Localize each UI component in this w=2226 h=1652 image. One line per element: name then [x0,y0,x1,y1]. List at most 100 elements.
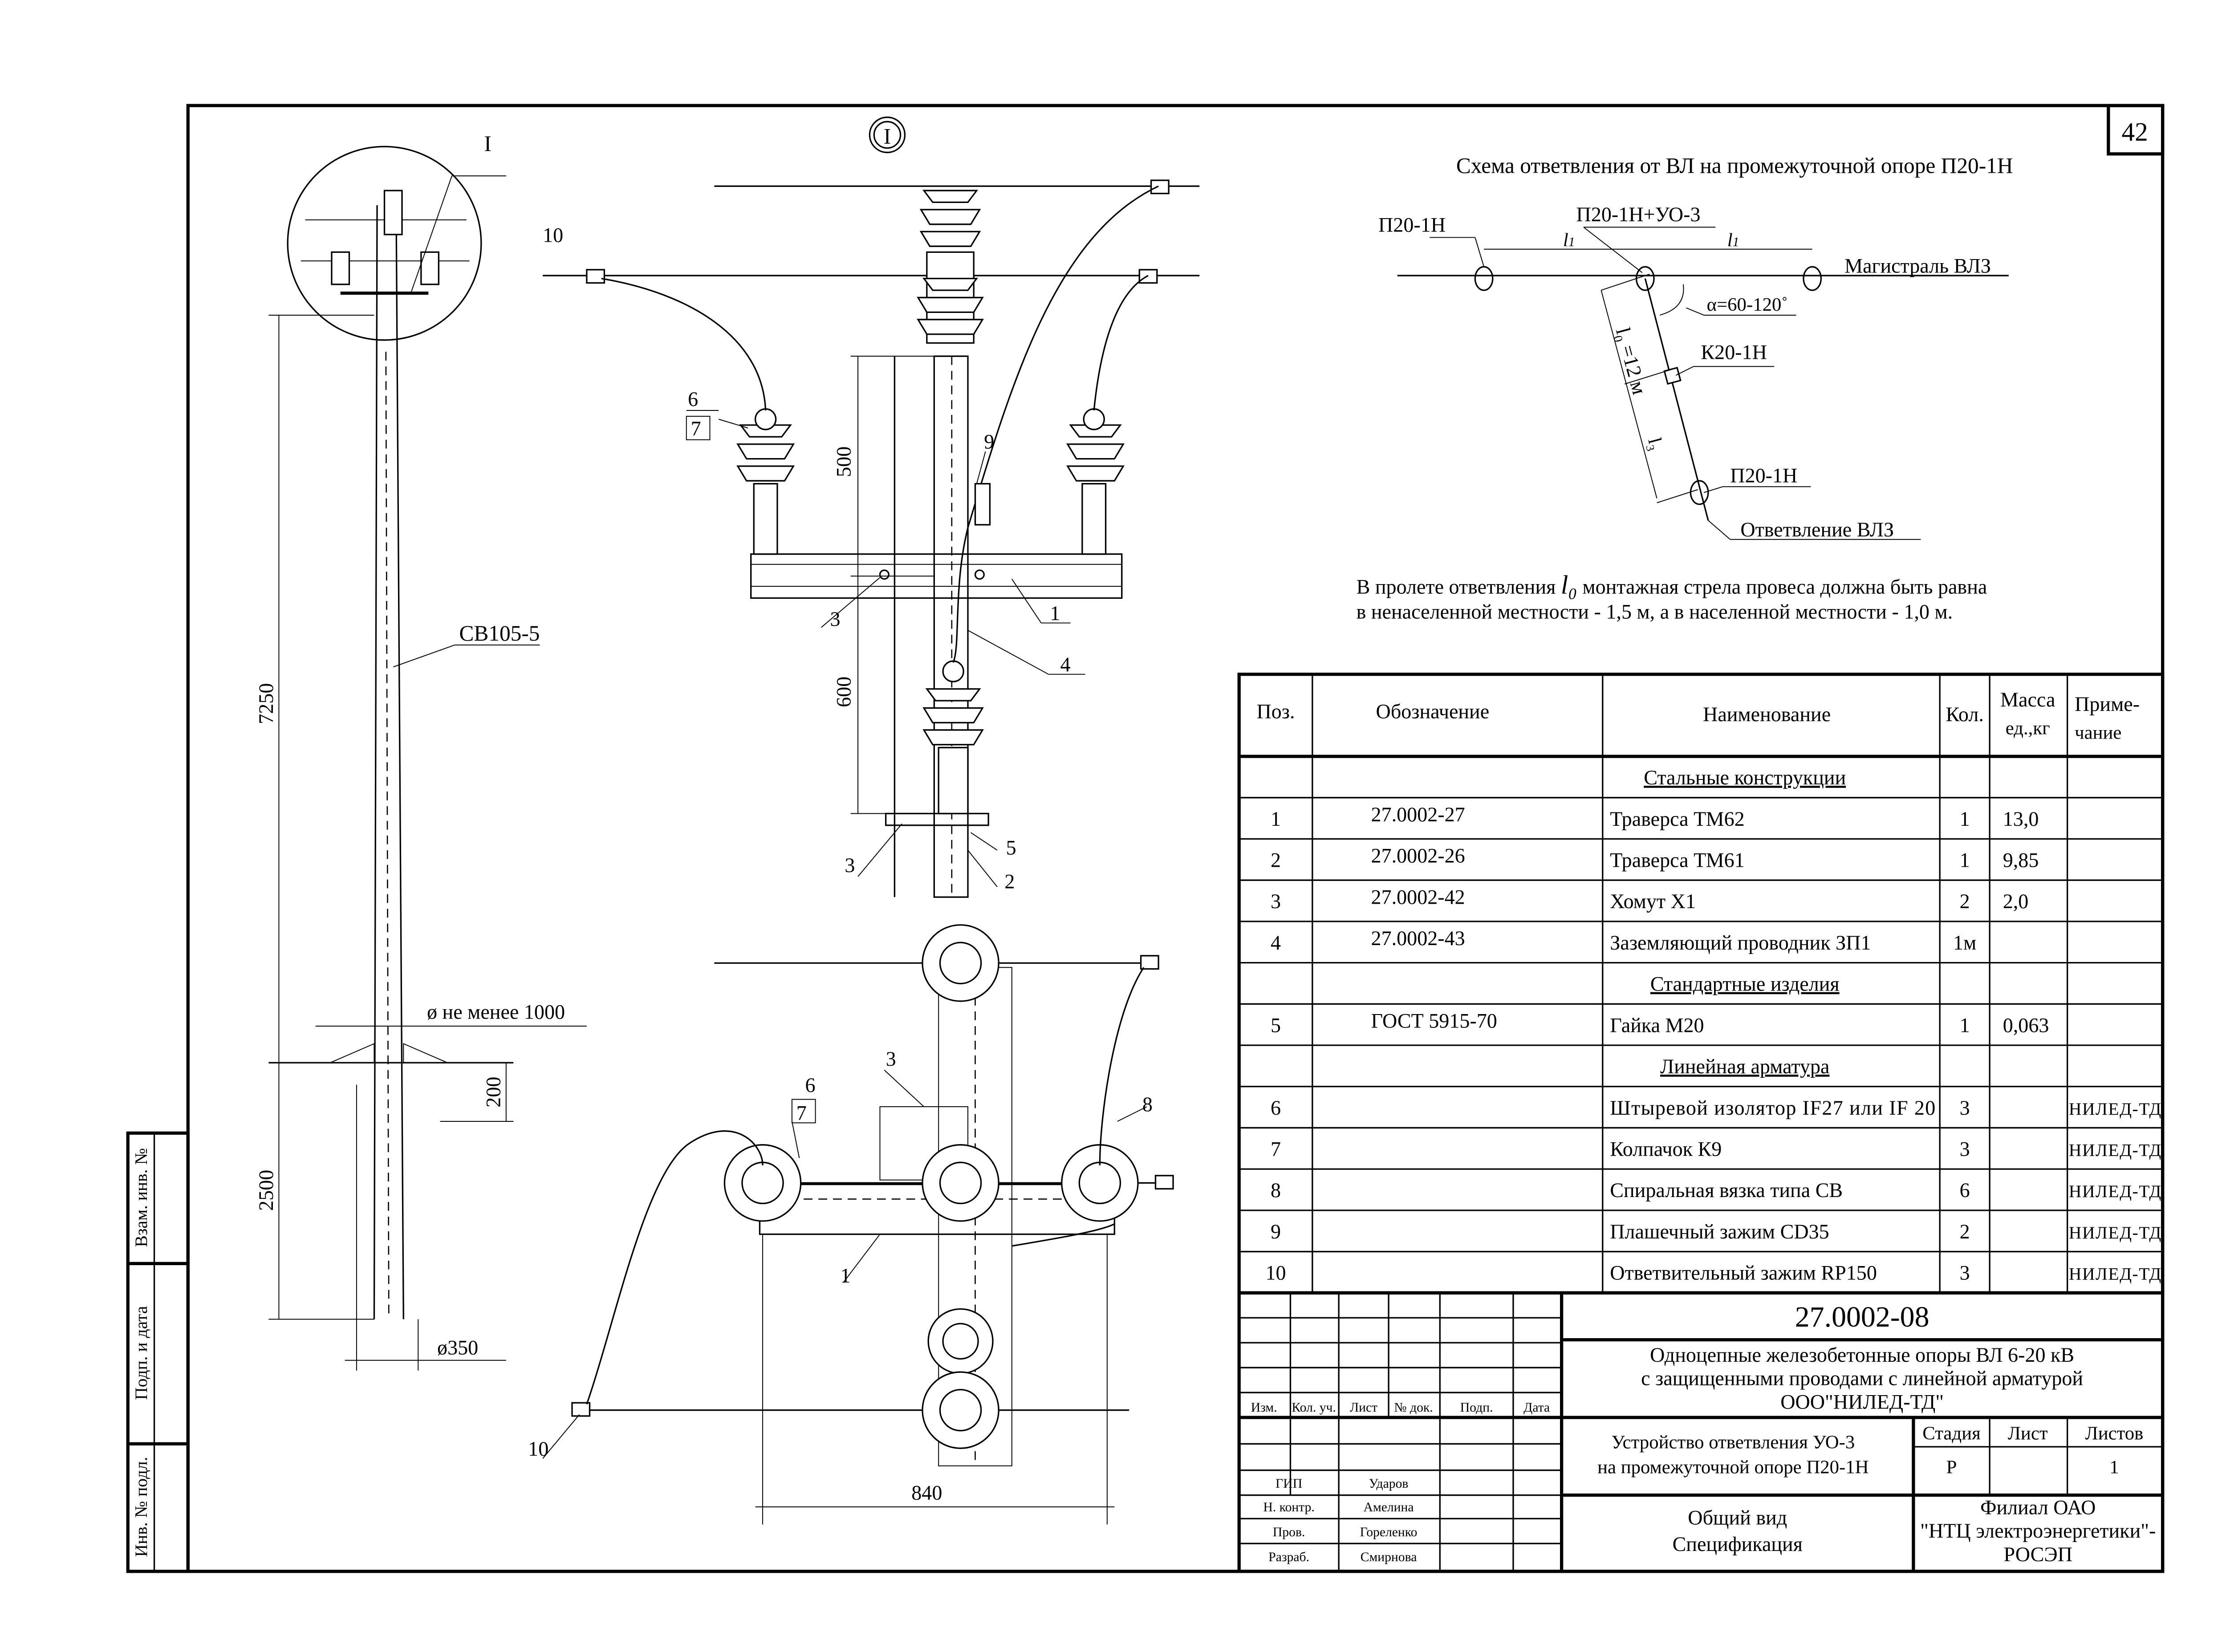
detail-position-labels: 10 6 7 9 3 1 4 3 5 2 [543,223,1070,893]
spec-cell-qty: 3 [1960,1262,1970,1284]
scheme-magistral: Магистраль ВЛЗ [1844,254,1991,277]
pos-label: 4 [1060,653,1070,676]
spec-header-note-2: чание [2075,722,2121,743]
scheme-p20-branch: П20-1Н [1730,464,1797,487]
spec-cell-pos: 10 [1265,1262,1286,1284]
note-text: В пролете ответвления [1357,576,1556,598]
spec-cell-qty: 1м [1953,931,1976,954]
sheet-title-2: на промежуточной опоре П20-1Н [1597,1457,1869,1477]
title-block: 27.0002-08 Одноцепные железобетонные опо… [1237,1291,2165,1573]
pos-label: 3 [830,608,841,630]
spec-cell-designation: 27.0002-26 [1371,844,1465,867]
plan-position-labels: 3 6 7 8 1 10 [528,1047,1153,1460]
scheme-alpha: α=60-120˚ [1707,294,1788,315]
note-line-2: в ненаселенной местности - 1,5 м, а в на… [1357,601,1953,623]
scheme-l1-left: l1 [1563,230,1575,251]
sheet-title-1: Устройство ответвления УО-3 [1611,1432,1855,1453]
pos-label: 3 [886,1047,896,1070]
col-header-qty: Кол. уч. [1292,1400,1336,1415]
pole-view [268,146,587,1371]
col-header-doc: № док. [1394,1400,1433,1415]
detail-callout: I [884,124,891,149]
spec-header-mass-unit: ед.,кг [2006,718,2050,739]
spec-cell-pos: 4 [1271,931,1281,954]
stage-label: Стадия [1922,1423,1981,1444]
col-header-sheet: Лист [1350,1400,1377,1415]
spec-cell-pos: 9 [1271,1220,1281,1243]
org-name-1: Филиал ОАО [1980,1496,2096,1518]
project-title-1: Одноцепные железобетонные опоры ВЛ 6-20 … [1650,1344,2074,1366]
spec-cell-designation: 27.0002-42 [1371,885,1465,908]
spec-cell-name: Гайка М20 [1610,1014,1704,1036]
signature-role: Разраб. [1268,1550,1309,1564]
spec-cell-name: Плашечный зажим CD35 [1610,1220,1829,1243]
spec-header-designation: Обозначение [1376,700,1490,722]
spec-cell-pos: 8 [1271,1179,1281,1201]
scheme-l1-right: l1 [1727,230,1739,251]
signature-role: Пров. [1273,1525,1305,1539]
spec-cell-note: НИЛЕД-ТД [2069,1264,2161,1284]
spec-section-heading: Линейная арматура [1660,1055,1829,1078]
doc-number: 27.0002-08 [1795,1301,1929,1333]
spec-cell-name: Штыревой изолятор IF27 или IF 20 [1610,1096,1935,1119]
branch-scheme [1397,227,2009,540]
l1-symbol: l [1563,230,1568,251]
dim-200: 200 [482,1077,505,1108]
specification-table: Поз. Обозначение Наименование Кол. Масса… [1237,673,2165,1295]
sheets-label: Листов [2085,1423,2144,1444]
l1-symbol: l [1727,230,1733,251]
dim-foundation: ø не менее 1000 [427,1001,565,1023]
spec-cell-pos: 3 [1271,890,1281,913]
detail-elevation [543,116,1200,898]
note-text: монтажная стрела провеса должна быть рав… [1582,576,1987,598]
stamp-orig-inv: Инв. № подл. [131,1457,151,1557]
spec-header-qty: Кол. [1946,703,1983,726]
pos-label: 7 [796,1102,807,1124]
pos-label: 7 [691,417,701,440]
spec-cell-qty: 2 [1960,1220,1970,1243]
spec-cell-qty: 2 [1960,890,1970,913]
spec-cell-qty: 1 [1960,808,1970,830]
stamp-replace-inv: Взам. инв. № [131,1148,151,1247]
spec-cell-name: Хомут Х1 [1610,890,1696,913]
spec-cell-mass: 0,063 [2003,1014,2049,1036]
spec-header-note: Приме- [2075,693,2140,715]
scheme-p20-uo: П20-1Н+УО-3 [1576,203,1701,226]
dim-840: 840 [911,1482,942,1504]
col-header-date: Дата [1523,1400,1550,1415]
spec-header-name: Наименование [1703,703,1831,726]
spec-cell-qty: 6 [1960,1179,1970,1201]
sheets-value: 1 [2109,1457,2119,1477]
spec-cell-designation: 27.0002-27 [1371,803,1465,826]
spec-cell-note: НИЛЕД-ТД [2069,1181,2161,1201]
pos-label: 6 [805,1074,816,1096]
signature-name: Амелина [1364,1500,1414,1514]
pos-label: 1 [1050,602,1060,625]
signature-name: Смирнова [1361,1550,1417,1564]
view-title-1: Общий вид [1688,1506,1787,1529]
spec-cell-mass: 13,0 [2003,808,2039,830]
signature-role: ГИП [1275,1477,1302,1491]
org-name-3: РОСЭП [2004,1543,2072,1566]
pos-label: 1 [841,1264,851,1287]
dim-height: 7250 [255,683,277,724]
pos-label: 10 [543,223,563,246]
spec-cell-pos: 7 [1271,1137,1281,1160]
sheet-label: Лист [2008,1423,2048,1444]
spec-cell-note: НИЛЕД-ТД [2069,1099,2161,1119]
pos-label: 8 [1142,1093,1153,1116]
scheme-l3: l₃ [1644,435,1667,452]
signature-role: Н. контр. [1263,1500,1315,1514]
pole-mark-label: СВ105-5 [459,621,540,645]
l1-subscript: 1 [1733,235,1739,249]
dim-600: 600 [833,677,855,707]
org-name-2: "НТЦ электроэнергетики"- [1920,1519,2156,1542]
stage-value: Р [1946,1457,1957,1477]
spec-cell-name: Ответвительный зажим RP150 [1610,1262,1877,1284]
spec-cell-pos: 2 [1271,849,1281,872]
spec-cell-qty: 3 [1960,1137,1970,1160]
signature-name: Ударов [1369,1477,1409,1491]
pos-label: 2 [1004,870,1015,893]
dim-diameter: ø350 [437,1336,478,1359]
